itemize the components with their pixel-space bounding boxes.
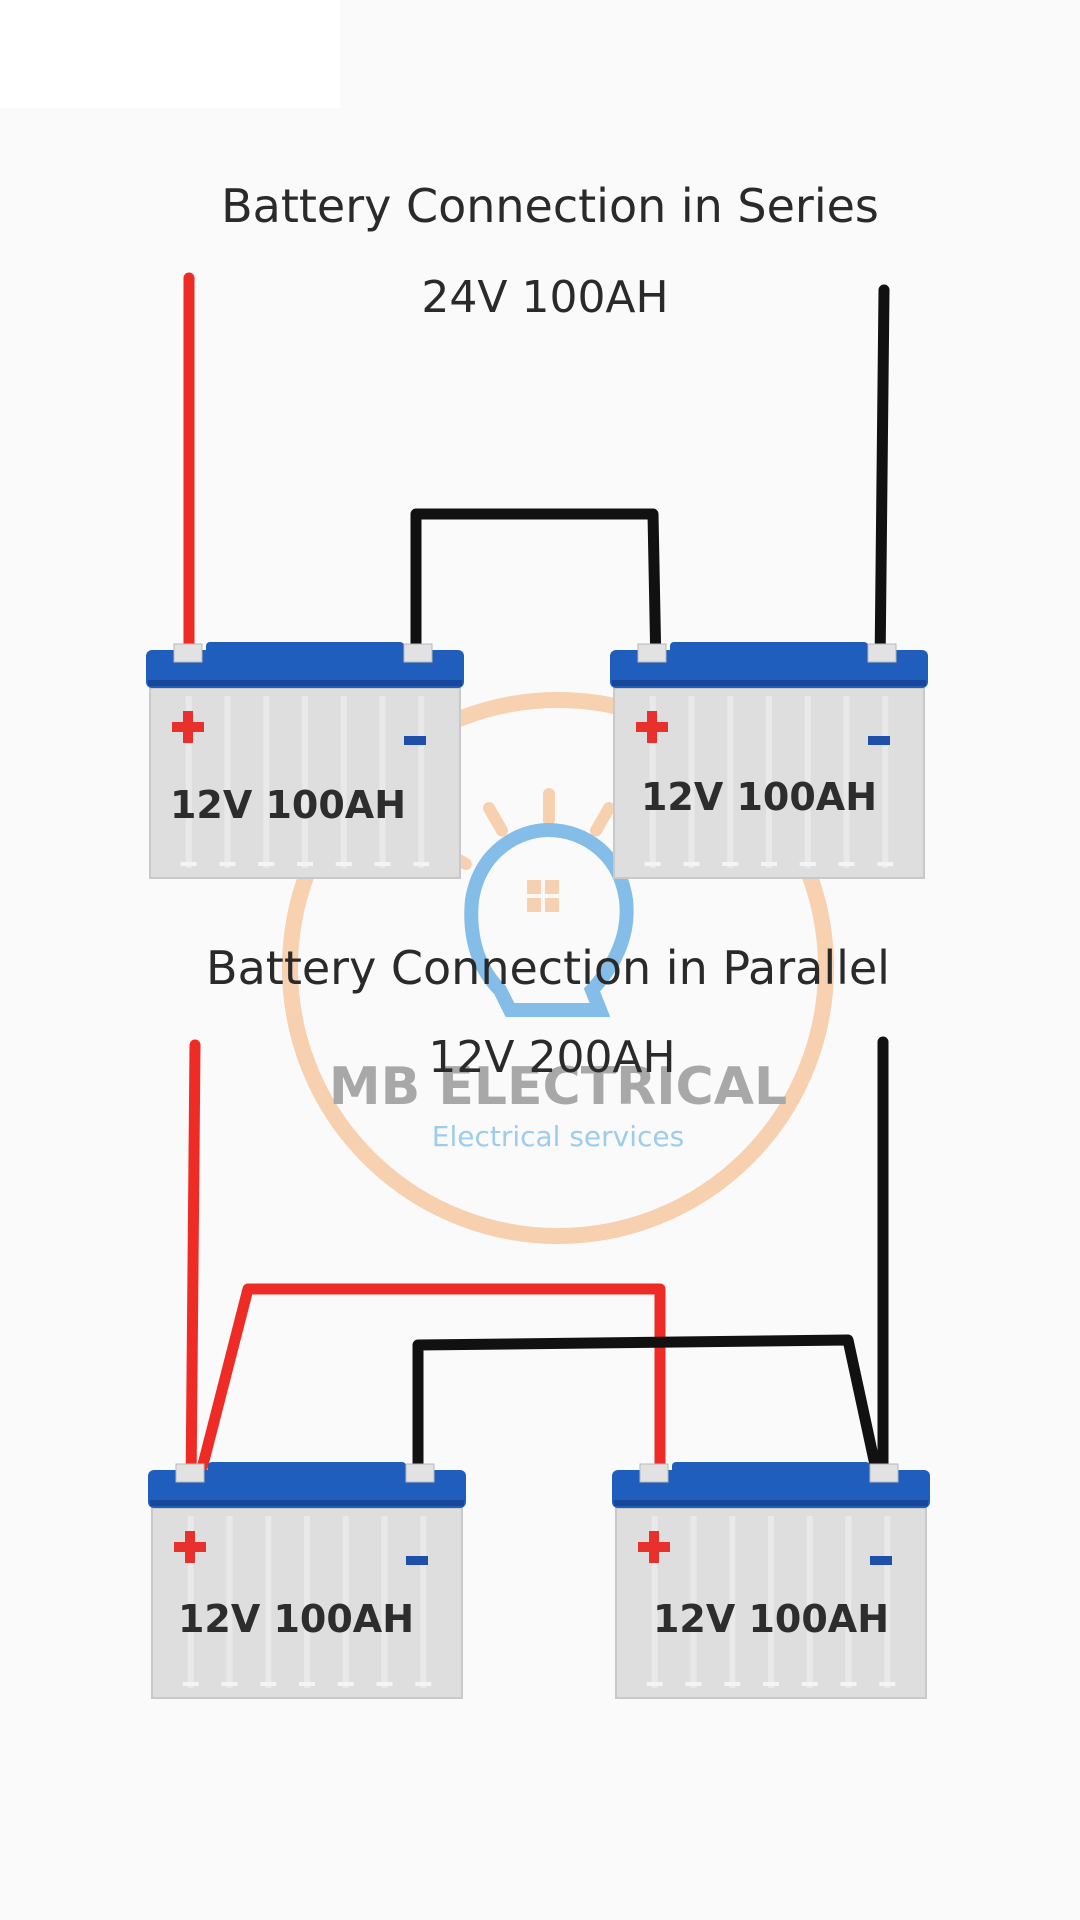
negative-terminal [403,643,433,663]
positive-terminal [173,643,203,663]
positive-terminal [637,643,667,663]
series-link-wire [410,508,662,669]
bulb-ray-4 [590,802,615,837]
minus-icon [406,1556,428,1565]
bulb-glass [464,822,634,1017]
battery-lid [612,1470,930,1508]
negative-terminal [405,1463,435,1483]
battery-lid-shade [148,680,462,686]
battery-lid [610,650,928,688]
battery-label: 12V 100AH [653,1597,889,1641]
series-title: Battery Connection in Series [221,179,879,233]
parallel-positive-output-wire [185,1039,201,1494]
parallel-battery-2: 12V 100AH [612,1462,930,1699]
battery-lid-top [206,642,404,656]
battery-label: 12V 100AH [178,1597,414,1641]
plus-icon [638,1531,670,1563]
plus-icon [174,1531,206,1563]
battery-label: 12V 100AH [170,783,406,827]
positive-terminal [639,1463,669,1483]
watermark-tagline: Electrical services [432,1120,684,1153]
battery-lid-top [670,642,868,656]
parallel-negative-link-wire [412,1334,886,1490]
positive-terminal [175,1463,205,1483]
parallel-battery-1: 12V 100AH [148,1462,466,1699]
series-battery-2: 12V 100AH [610,642,928,879]
battery-lid [148,1470,466,1508]
plus-icon [172,711,204,743]
battery-label: 12V 100AH [641,775,877,819]
minus-icon [404,736,426,745]
top-blank-band [0,0,340,108]
series-battery-1: 12V 100AH [146,642,464,879]
parallel-rating: 12V 200AH [428,1032,675,1083]
battery-lid-top [208,1462,406,1476]
parallel-title: Battery Connection in Parallel [206,941,890,995]
minus-icon [870,1556,892,1565]
watermark-ring [282,692,834,1244]
series-negative-output-wire [874,284,890,674]
battery-lid-shade [612,680,926,686]
battery-lid-top [672,1462,870,1476]
plus-icon [636,711,668,743]
series-section: Battery Connection in Series 24V 100AH 1… [146,179,928,879]
series-rating: 24V 100AH [421,272,668,323]
negative-terminal [869,1463,899,1483]
watermark-name: MB ELECTRICAL [329,1057,787,1117]
negative-terminal [867,643,897,663]
parallel-positive-link-wire [191,1283,666,1490]
battery-lid-shade [614,1500,928,1506]
battery-lid-shade [150,1500,464,1506]
bulb-ray-2 [483,802,508,837]
bulb-window [527,880,559,912]
minus-icon [868,736,890,745]
parallel-section: Battery Connection in Parallel 12V 200AH… [148,941,930,1699]
battery-lid [146,650,464,688]
